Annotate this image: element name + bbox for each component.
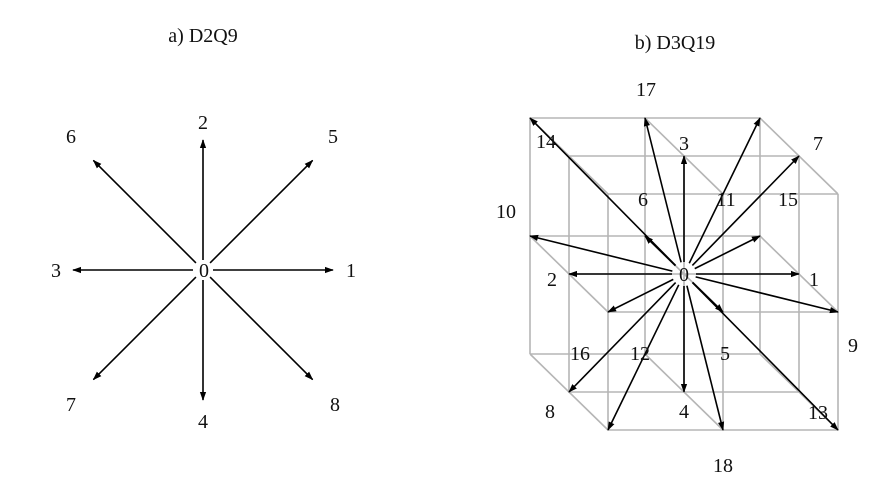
d3q19-label-4: 4 [679, 401, 689, 423]
d2q9-label-5: 5 [328, 126, 338, 148]
d2q9-arrow-7 [92, 276, 197, 381]
d3q19-arrow-8 [607, 284, 680, 431]
d3q19-label-8: 8 [545, 401, 555, 423]
d3q19-label-5: 5 [720, 343, 730, 365]
d3q19-arrow-9 [695, 276, 839, 314]
d3q19-label-9: 9 [848, 335, 858, 357]
d2q9-center-label: 0 [199, 260, 209, 282]
d3q19-arrow-7 [688, 117, 761, 264]
d2q9-label-6: 6 [66, 126, 76, 148]
d3q19-label-14: 14 [536, 131, 556, 153]
d3q19-label-12: 12 [630, 343, 650, 365]
d2q9-label-8: 8 [330, 394, 340, 416]
d3q19-velocity-vectors [529, 117, 839, 431]
panel-title-d2q9: a) D2Q9 [168, 25, 237, 47]
d3q19-label-10: 10 [496, 201, 516, 223]
panel-title-d3q19: b) D3Q19 [635, 32, 716, 54]
d3q19-label-1: 1 [809, 269, 819, 291]
d3q19-center-label: 0 [679, 264, 689, 286]
d3q19-label-13: 13 [808, 402, 828, 424]
d2q9-arrow-5 [209, 159, 314, 264]
d3q19-arrow-12 [607, 278, 674, 313]
d2q9-label-2: 2 [198, 112, 208, 134]
d2q9-arrow-8 [209, 276, 314, 381]
d3q19-arrow-15 [691, 155, 800, 266]
d3q19-label-2: 2 [547, 269, 557, 291]
d3q19-arrow-16 [568, 282, 677, 393]
d2q9-label-3: 3 [51, 260, 61, 282]
d3q19-label-6: 6 [638, 189, 648, 211]
d2q9-label-7: 7 [66, 394, 76, 416]
d3q19-arrow-11 [694, 235, 761, 270]
d3q19-label-17: 17 [636, 79, 656, 101]
d3q19-label-16: 16 [570, 343, 590, 365]
d3q19-label-11: 11 [716, 189, 735, 211]
d3q19-arrow-13 [691, 281, 839, 431]
d3q19-arrow-17 [643, 117, 682, 263]
d2q9-velocity-vectors [72, 139, 334, 401]
d2q9-label-1: 1 [346, 260, 356, 282]
d3q19-arrow-18 [686, 285, 725, 431]
d3q19-arrow-10 [529, 234, 673, 272]
d2q9-label-4: 4 [198, 411, 208, 433]
d2q9-arrow-6 [92, 159, 197, 264]
d3q19-label-7: 7 [813, 133, 823, 155]
d3q19-label-15: 15 [778, 189, 798, 211]
d3q19-arrow-14 [529, 117, 677, 267]
d3q19-label-18: 18 [713, 455, 733, 477]
d2q9-labels: 1 2 3 4 5 6 7 8 [51, 112, 356, 433]
d3q19-label-3: 3 [679, 133, 689, 155]
